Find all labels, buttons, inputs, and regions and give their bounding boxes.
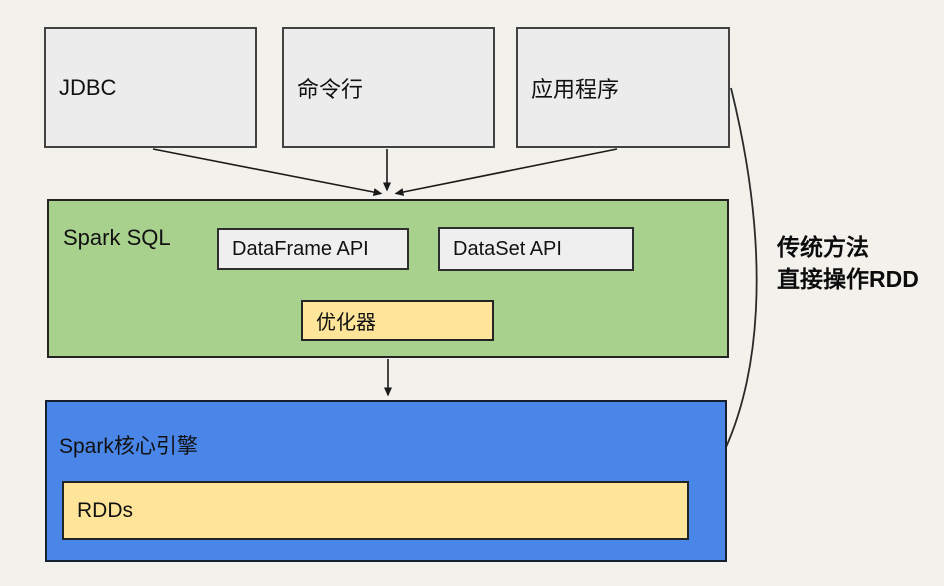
node-dataframe-api-label: DataFrame API <box>232 237 369 260</box>
node-jdbc: JDBC <box>44 27 257 148</box>
node-app: 应用程序 <box>516 27 730 148</box>
arrow-jdbc-to-sparksql <box>152 148 383 196</box>
node-dataframe-api: DataFrame API <box>217 228 409 270</box>
node-spark-core-label: Spark核心引擎 <box>59 435 198 458</box>
node-app-label: 应用程序 <box>531 76 620 102</box>
annotation-traditional-method: 传统方法 直接操作RDD <box>777 231 919 295</box>
node-jdbc-label: JDBC <box>59 74 117 100</box>
node-rdds-label: RDDs <box>77 498 133 522</box>
node-cli-label: 命令行 <box>297 76 364 102</box>
node-spark-core: Spark核心引擎 RDDs <box>45 400 727 562</box>
annotation-line2: 直接操作RDD <box>777 266 919 292</box>
node-rdds: RDDs <box>62 481 689 540</box>
node-dataset-api-label: DataSet API <box>453 237 562 260</box>
node-spark-sql-label: Spark SQL <box>63 225 171 250</box>
node-optimizer-label: 优化器 <box>316 312 376 334</box>
annotation-line1: 传统方法 <box>777 234 869 260</box>
node-dataset-api: DataSet API <box>438 227 634 271</box>
node-cli: 命令行 <box>282 27 495 148</box>
node-optimizer: 优化器 <box>301 300 494 341</box>
arrow-app-to-sparksql <box>394 148 618 196</box>
node-spark-sql: Spark SQL DataFrame API DataSet API 优化器 <box>47 199 729 358</box>
